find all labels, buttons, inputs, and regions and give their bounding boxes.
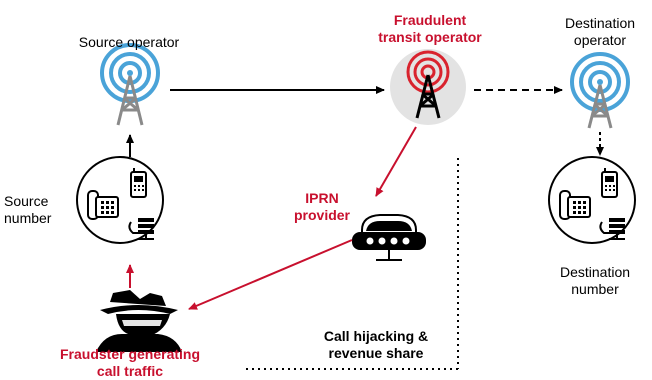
destination-number-label: Destination number xyxy=(559,264,631,297)
iprn-provider-label: IPRN provider xyxy=(293,190,350,223)
desk-phone-icon xyxy=(87,190,119,220)
source-tower-icon xyxy=(100,43,160,126)
voip-server-icon xyxy=(128,218,154,240)
source-number-circle xyxy=(76,156,164,244)
arrow-transit-to-iprn xyxy=(375,126,417,197)
fraudster-label: Fraudster generating call traffic xyxy=(59,346,201,379)
fraudulent-transit-operator-label: Fraudulent transit operator xyxy=(378,12,482,45)
mobile-phone-icon xyxy=(130,168,147,198)
destination-operator-label: Destination operator xyxy=(564,15,636,48)
fraudster-spy-icon xyxy=(96,290,182,352)
voip-server-icon xyxy=(599,218,625,240)
fraudulent-transit-tower-icon xyxy=(390,49,466,125)
source-operator-label: Source operator xyxy=(78,34,180,50)
destination-number-circle xyxy=(548,156,636,244)
mobile-phone-icon xyxy=(601,168,618,198)
arrow-iprn-to-fraudster xyxy=(188,239,353,310)
call-hijacking-label: Call hijacking & revenue share xyxy=(323,328,429,361)
iprn-switch-icon xyxy=(352,214,426,261)
source-number-label: Source number xyxy=(4,193,52,226)
desk-phone-icon xyxy=(559,190,591,220)
destination-tower-icon xyxy=(570,52,630,129)
